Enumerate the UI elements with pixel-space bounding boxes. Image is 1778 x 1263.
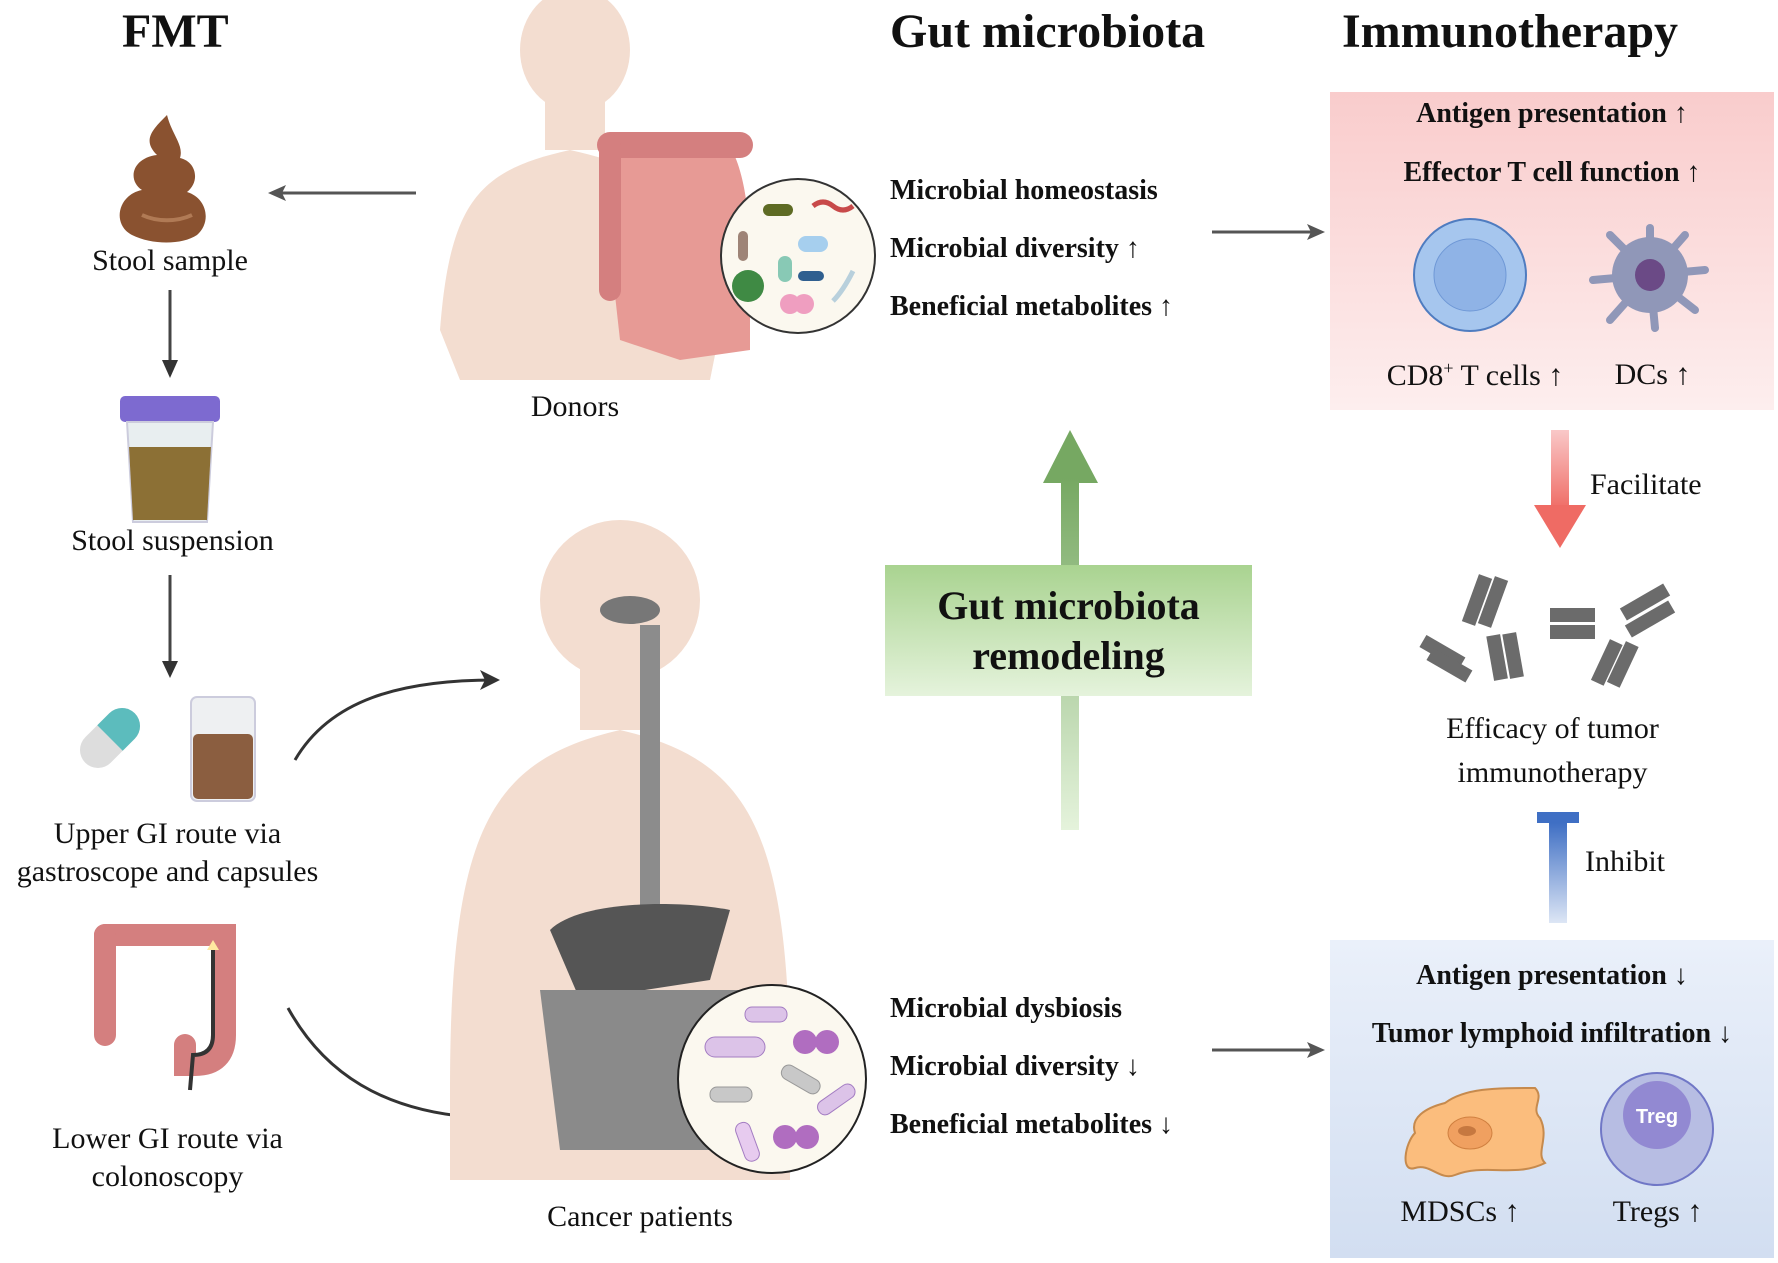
facilitate-arrow [1534, 430, 1586, 548]
cd8-t-cell-icon [1413, 218, 1527, 332]
antibody-icon [1419, 574, 1524, 683]
immune-positive-item: Effector T cell function ↑ [1403, 157, 1701, 188]
capsule-icon [79, 707, 141, 769]
cd8-superscript: + [1443, 358, 1454, 378]
treg-cell-label: Treg [1636, 1106, 1678, 1128]
remodeling-line1: Gut microbiota [937, 582, 1200, 628]
arrow-down-2 [162, 575, 178, 678]
arrow-down-1 [162, 290, 178, 378]
arrow-patient-to-immune [1212, 1042, 1325, 1058]
inhibit-label: Inhibit [1585, 845, 1665, 878]
arrow-donor-to-immune [1212, 224, 1325, 240]
arrow-donor-to-stool [268, 185, 416, 201]
colon-icon [94, 924, 236, 1091]
patient-microbiota-list: Microbial dysbiosis Microbial diversity … [890, 980, 1173, 1154]
immune-negative-item: Tumor lymphoid infiltration ↓ [1371, 1018, 1733, 1049]
donor-body-illustration [440, 0, 753, 380]
immune-positive-item: Antigen presentation ↑ [1416, 98, 1688, 129]
gut-microbiota-header: Gut microbiota [890, 5, 1206, 58]
lower-gi-line2: colonoscopy [91, 1160, 244, 1193]
donor-microbiota-item: Beneficial metabolites ↑ [890, 291, 1174, 322]
immune-negative-item: Antigen presentation ↓ [1416, 960, 1688, 991]
efficacy-line2: immunotherapy [1457, 756, 1648, 789]
stool-sample-icon [119, 115, 206, 243]
arrow-upper-gi-to-patient [293, 670, 500, 761]
patient-microbiota-item: Microbial diversity ↓ [890, 1051, 1140, 1082]
patient-microbiota-item: Microbial dysbiosis [890, 993, 1123, 1024]
inhibit-bar-icon [1537, 812, 1579, 923]
mdsc-cell-icon [1404, 1086, 1547, 1178]
cancer-patients-label: Cancer patients [547, 1200, 733, 1233]
tregs-label: Tregs ↑ [1612, 1195, 1703, 1228]
efficacy-line1: Efficacy of tumor [1446, 712, 1659, 745]
immune-positive-panel [1330, 92, 1774, 410]
lower-gi-label: Lower GI route via colonoscopy [20, 1120, 315, 1196]
healthy-microbiota-magnifier [720, 178, 876, 334]
patient-microbiota-item: Beneficial metabolites ↓ [890, 1109, 1174, 1140]
fmt-header: FMT [122, 5, 229, 58]
cd8-t-cells-label: CD8+ T cells ↑ [1375, 358, 1575, 393]
stool-suspension-jar-icon [120, 396, 220, 523]
stool-sample-label: Stool sample [92, 244, 248, 277]
donors-label: Donors [530, 390, 620, 423]
remodeling-line2: remodeling [972, 632, 1165, 678]
donor-microbiota-list: Microbial homeostasis Microbial diversit… [890, 162, 1173, 336]
dcs-label: DCs ↑ [1614, 358, 1691, 391]
cd8-suffix: T cells ↑ [1453, 359, 1564, 392]
efficacy-label: Efficacy of tumor immunotherapy [1390, 707, 1715, 795]
donor-microbiota-item: Microbial homeostasis [890, 175, 1158, 206]
cd8-prefix: CD8 [1386, 359, 1444, 392]
remodeling-box: Gut microbiota remodeling [885, 565, 1252, 696]
stool-suspension-label: Stool suspension [71, 524, 274, 557]
upper-gi-line2: gastroscope and capsules [16, 855, 319, 888]
treg-cell-icon: Treg [1600, 1072, 1714, 1186]
immunotherapy-header: Immunotherapy [1342, 5, 1679, 58]
suspension-glass-icon [190, 696, 256, 802]
lower-gi-line1: Lower GI route via [52, 1122, 283, 1155]
facilitate-label: Facilitate [1590, 468, 1702, 501]
dysbiosis-microbiota-magnifier [677, 984, 867, 1174]
upper-gi-line1: Upper GI route via [53, 817, 282, 850]
antibody-icon [1550, 583, 1676, 688]
mdscs-label: MDSCs ↑ [1400, 1195, 1520, 1228]
upper-gi-label: Upper GI route via gastroscope and capsu… [0, 815, 335, 891]
donor-microbiota-item: Microbial diversity ↑ [890, 233, 1140, 264]
dendritic-cell-icon [1589, 224, 1709, 332]
